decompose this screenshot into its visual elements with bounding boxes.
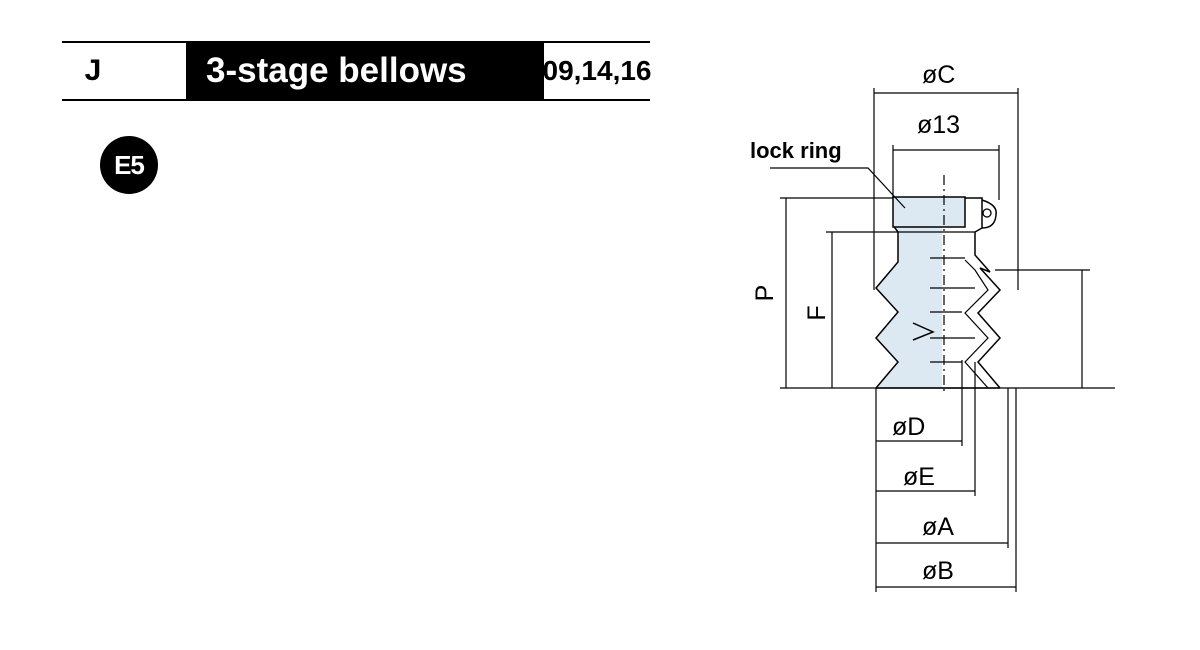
material-badge: E5 [100,136,158,194]
internal-lines [930,257,975,363]
label-lock-ring: lock ring [750,138,842,163]
product-title: 3-stage bellows [186,41,544,101]
bellows-outline-left [875,198,899,389]
label-dia-13: ø13 [917,111,960,139]
lock-ring [892,196,966,228]
bellows-outline-right [965,197,1002,389]
dimension-lines [770,88,1115,592]
lock-ring-clip [981,199,997,229]
size-list: 09,14,16 [542,55,652,86]
lock-ring-hole [982,208,992,218]
label-dim-f: F [803,305,831,320]
series-code: J [84,54,102,87]
bellows-section-fill [876,198,942,388]
label-dia-e: øE [903,463,935,491]
label-dia-a: øA [922,513,954,541]
bellows-inner-wall [964,259,989,389]
label-dia-d: øD [892,413,925,441]
label-dia-c: øC [922,61,955,89]
label-dia-b: øB [922,557,954,585]
title-bar: J 3-stage bellows 09,14,16 [62,41,652,101]
label-dim-p: P [751,285,779,302]
y-marker [912,322,935,341]
